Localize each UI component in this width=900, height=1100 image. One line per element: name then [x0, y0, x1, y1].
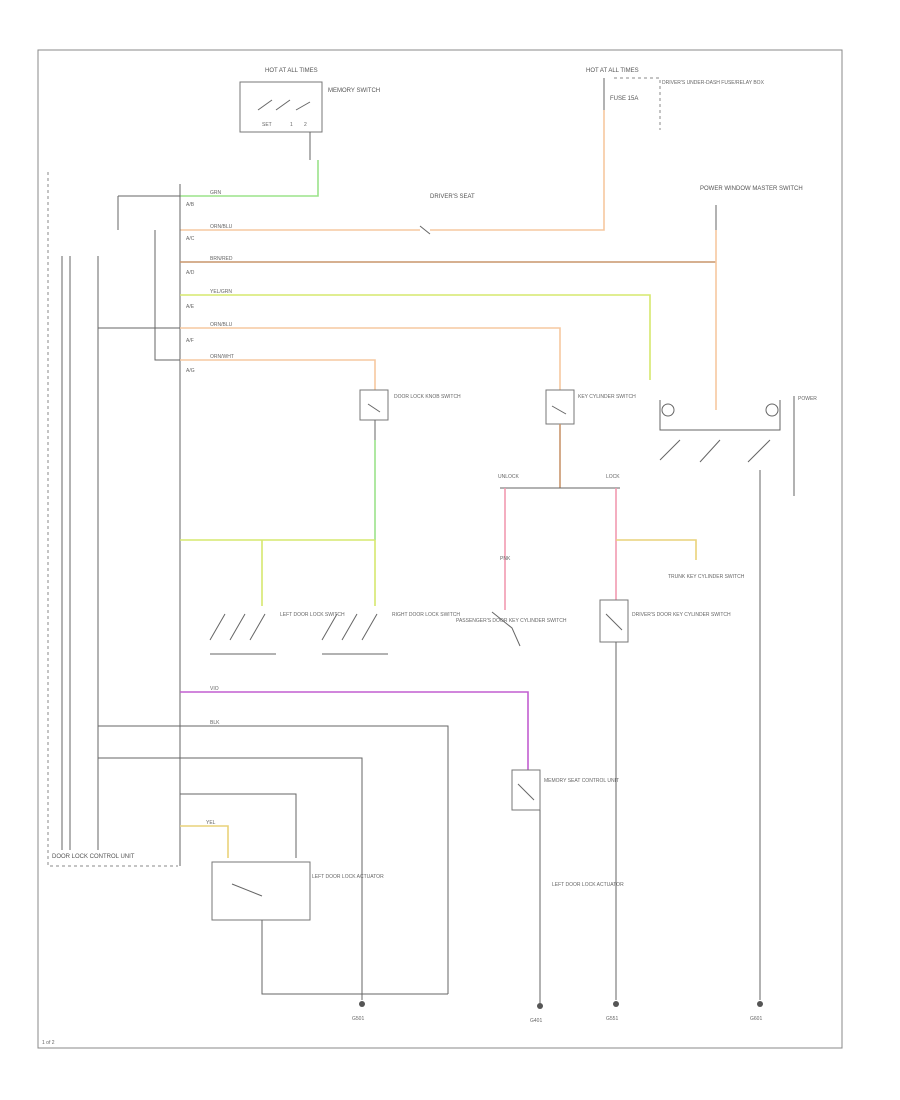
memory-switch: HOT AT ALL TIMES MEMORY SWITCH SET 1 2	[239, 68, 380, 133]
svg-text:A/D: A/D	[186, 270, 195, 276]
svg-text:A/F: A/F	[186, 338, 194, 344]
mid-connector-note: DRIVER'S SEAT	[430, 194, 475, 200]
ground-g601: G601	[750, 1001, 763, 1022]
ground-g551: G551	[606, 1001, 619, 1022]
driver-key-switch: DRIVER'S DOOR KEY CYLINDER SWITCH	[599, 599, 731, 643]
knob-switch-label: DOOR LOCK KNOB SWITCH	[394, 394, 461, 400]
svg-text:1: 1	[290, 122, 293, 128]
passenger-switch-label: PASSENGER'S DOOR KEY CYLINDER SWITCH	[456, 618, 567, 624]
driver-switch-label: DRIVER'S DOOR KEY CYLINDER SWITCH	[632, 612, 731, 618]
unlock-label: UNLOCK	[498, 474, 520, 480]
svg-text:POWER: POWER	[798, 396, 817, 402]
wire-label-7: PNK	[500, 556, 511, 562]
door-lock-sensor: MEMORY SEAT CONTROL UNIT	[511, 769, 619, 811]
wire-label-10: YEL	[206, 820, 216, 826]
svg-text:G551: G551	[606, 1016, 618, 1022]
wire-label-6: ORN/WHT	[210, 354, 234, 360]
svg-text:2: 2	[304, 122, 307, 128]
control-unit-label: DOOR LOCK CONTROL UNIT	[52, 854, 135, 860]
passenger-key-switch: PASSENGER'S DOOR KEY CYLINDER SWITCH	[456, 611, 567, 647]
lock-label: LOCK	[606, 474, 620, 480]
key-cylinder-switch: KEY CYLINDER SWITCH	[545, 389, 636, 425]
page-number: 1 of 2	[42, 1040, 55, 1046]
lower-module-note: MEMORY SEAT CONTROL UNIT	[544, 778, 619, 784]
hot-label-left: HOT AT ALL TIMES	[265, 68, 318, 74]
fuse-box-note: DRIVER'S UNDER-DASH FUSE/RELAY BOX	[662, 80, 765, 86]
svg-text:G501: G501	[352, 1016, 364, 1022]
svg-text:A/E: A/E	[186, 304, 195, 310]
memory-switch-label: MEMORY SWITCH	[328, 88, 380, 94]
wire-label-1: GRN	[210, 190, 222, 196]
key-switch-label: KEY CYLINDER SWITCH	[578, 394, 636, 400]
diagram-frame	[37, 49, 843, 1049]
left-door-lock-switch: LEFT DOOR LOCK SWITCH	[209, 612, 345, 655]
power-window-master-switch: POWER	[659, 396, 817, 496]
svg-text:G401: G401	[530, 1018, 542, 1024]
right-door-lock-switch: RIGHT DOOR LOCK SWITCH	[321, 612, 460, 655]
svg-text:A/G: A/G	[186, 368, 195, 374]
trunk-switch-label: TRUNK KEY CYLINDER SWITCH	[668, 574, 745, 580]
lower-module-label: LEFT DOOR LOCK ACTUATOR	[552, 882, 624, 888]
left-door-lock-actuator: LEFT DOOR LOCK ACTUATOR	[211, 861, 384, 921]
svg-text:A/B: A/B	[186, 202, 195, 208]
hot-label-right: HOT AT ALL TIMES	[586, 68, 639, 74]
svg-text:A/C: A/C	[186, 236, 195, 242]
wire-label-9: BLK	[210, 720, 220, 726]
wire-label-3: BRN/RED	[210, 256, 233, 262]
svg-text:G601: G601	[750, 1016, 762, 1022]
hot-feed-right: HOT AT ALL TIMES FUSE 15A DRIVER'S UNDER…	[586, 68, 765, 130]
control-unit-outline	[47, 172, 178, 867]
left-door-switch-label: LEFT DOOR LOCK SWITCH	[280, 612, 345, 618]
ground-g501: G501	[352, 1001, 365, 1022]
svg-text:SET: SET	[262, 122, 272, 128]
door-lock-knob-switch: DOOR LOCK KNOB SWITCH	[359, 389, 461, 421]
actuator-label: LEFT DOOR LOCK ACTUATOR	[312, 874, 384, 880]
wire-label-5: ORN/BLU	[210, 322, 233, 328]
wire-label-2: ORN/BLU	[210, 224, 233, 230]
wire-label-4: YEL/GRN	[210, 289, 232, 295]
fuse-label-right: FUSE 15A	[610, 96, 638, 102]
wire-label-8: VIO	[210, 686, 219, 692]
ground-g401: G401	[530, 1003, 543, 1024]
power-window-note: POWER WINDOW MASTER SWITCH	[700, 186, 803, 192]
right-door-switch-label: RIGHT DOOR LOCK SWITCH	[392, 612, 460, 618]
